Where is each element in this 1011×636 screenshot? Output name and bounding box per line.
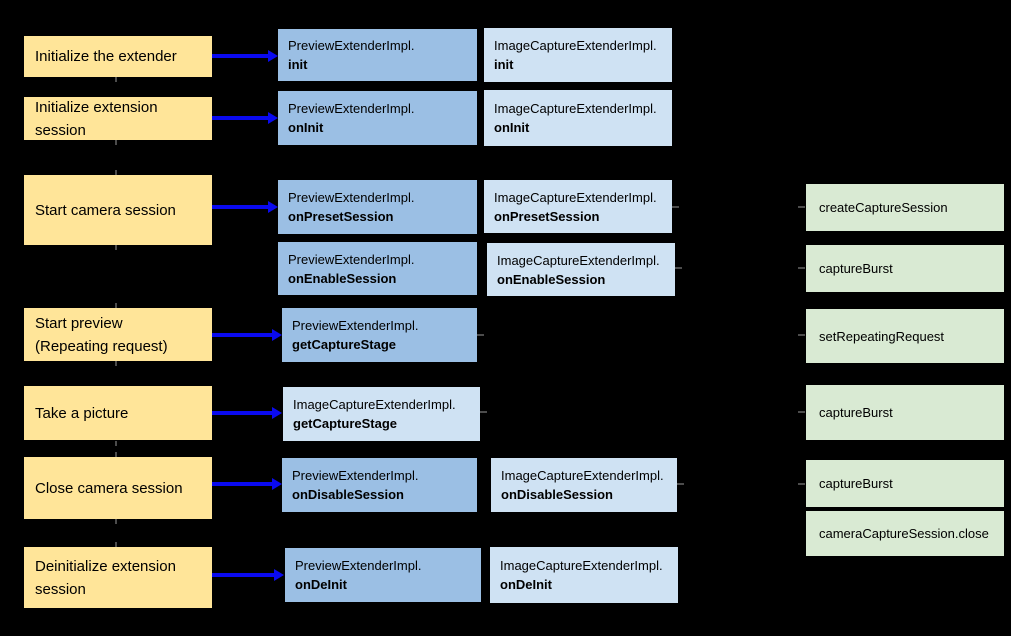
method-box-capture-getcapturestage: ImageCaptureExtenderImpl. getCaptureStag… bbox=[283, 387, 480, 441]
class-name: PreviewExtenderImpl. bbox=[288, 190, 415, 205]
connector-stub bbox=[115, 361, 117, 366]
class-name: PreviewExtenderImpl. bbox=[295, 558, 422, 573]
method-name: onPresetSession bbox=[288, 209, 394, 224]
method-box-capture-ondeinit: ImageCaptureExtenderImpl. onDeInit bbox=[490, 547, 678, 603]
method-name: onPresetSession bbox=[494, 208, 600, 224]
connector-stub bbox=[798, 267, 805, 269]
method-box-capture-onenablesession: ImageCaptureExtenderImpl. onEnableSessio… bbox=[487, 243, 675, 296]
connector-stub bbox=[115, 519, 117, 524]
connector-stub bbox=[798, 411, 805, 413]
action-label: Initialize the extender bbox=[35, 48, 177, 65]
connector-stub bbox=[115, 140, 117, 145]
flow-arrow bbox=[212, 407, 282, 419]
camera-call-label: createCaptureSession bbox=[819, 200, 948, 215]
method-name: onEnableSession bbox=[288, 270, 397, 286]
action-box-close-camera-session: Close camera session bbox=[24, 457, 212, 519]
method-name: onDisableSession bbox=[501, 487, 613, 502]
flow-arrow bbox=[212, 201, 278, 213]
class-name: ImageCaptureExtenderImpl. bbox=[293, 397, 456, 412]
method-box-preview-onenablesession: PreviewExtenderImpl. onEnableSession bbox=[278, 242, 477, 295]
class-name: ImageCaptureExtenderImpl. bbox=[494, 38, 657, 53]
method-box-preview-onpresetsession: PreviewExtenderImpl. onPresetSession bbox=[278, 180, 477, 234]
connector-stub bbox=[115, 542, 117, 547]
class-name: ImageCaptureExtenderImpl. bbox=[501, 468, 664, 483]
method-name: onDeInit bbox=[500, 577, 552, 592]
camera-call-label: captureBurst bbox=[819, 261, 893, 276]
connector-stub bbox=[477, 334, 484, 336]
camera-call-box-createcapturesession: createCaptureSession bbox=[806, 184, 1004, 231]
camera-call-label: cameraCaptureSession.close bbox=[819, 526, 989, 541]
connector-stub bbox=[675, 267, 682, 269]
method-name: getCaptureStage bbox=[292, 337, 397, 352]
method-name: init bbox=[288, 57, 308, 72]
connector-stub bbox=[115, 245, 117, 250]
method-box-capture-ondisablesession: ImageCaptureExtenderImpl. onDisableSessi… bbox=[491, 458, 677, 512]
camera-call-box-captureburst: captureBurst bbox=[806, 385, 1004, 440]
connector-stub bbox=[115, 170, 117, 175]
method-name: onEnableSession bbox=[497, 271, 606, 287]
camera-call-box-captureburst: captureBurst bbox=[806, 460, 1004, 507]
class-name: PreviewExtenderImpl. bbox=[292, 468, 419, 483]
method-name: init bbox=[494, 57, 514, 72]
connector-stub bbox=[115, 303, 117, 308]
connector-stub bbox=[798, 206, 805, 208]
action-box-deinitialize-extension-session: Deinitialize extension session bbox=[24, 547, 212, 608]
class-name: PreviewExtenderImpl. bbox=[288, 38, 415, 53]
connector-stub bbox=[115, 452, 117, 457]
action-box-initialize-extender: Initialize the extender bbox=[24, 36, 212, 77]
connector-stub bbox=[480, 411, 487, 413]
action-label: Initialize extension session bbox=[35, 98, 158, 139]
connector-stub bbox=[672, 206, 679, 208]
method-name: getCaptureStage bbox=[293, 416, 398, 431]
connector-stub bbox=[677, 483, 684, 485]
method-box-preview-oninit: PreviewExtenderImpl. onInit bbox=[278, 91, 477, 145]
camera-call-box-setrepeatingrequest: setRepeatingRequest bbox=[806, 309, 1004, 363]
action-box-start-camera-session: Start camera session bbox=[24, 175, 212, 245]
flow-arrow bbox=[212, 478, 282, 490]
method-name: onDeInit bbox=[295, 577, 347, 592]
connector-stub bbox=[798, 334, 805, 336]
action-box-initialize-extension-session: Initialize extension session bbox=[24, 97, 212, 140]
action-label: Close camera session bbox=[35, 479, 183, 497]
camera-call-box-cameracapturesession-close: cameraCaptureSession.close bbox=[806, 511, 1004, 556]
camera-call-label: captureBurst bbox=[819, 405, 893, 420]
action-label: Deinitialize extension session bbox=[35, 557, 176, 598]
connector-stub bbox=[115, 441, 117, 446]
method-name: onInit bbox=[494, 120, 530, 135]
action-label: Take a picture bbox=[35, 404, 129, 422]
connector-stub bbox=[798, 483, 805, 485]
camera-call-box-captureburst: captureBurst bbox=[806, 245, 1004, 292]
class-name: PreviewExtenderImpl. bbox=[292, 318, 419, 333]
method-box-preview-getcapturestage: PreviewExtenderImpl. getCaptureStage bbox=[282, 308, 477, 362]
class-name: PreviewExtenderImpl. bbox=[288, 101, 415, 116]
method-box-preview-init: PreviewExtenderImpl. init bbox=[278, 29, 477, 81]
flow-arrow bbox=[212, 569, 284, 581]
flow-arrow bbox=[212, 50, 278, 62]
method-box-preview-ondeinit: PreviewExtenderImpl. onDeInit bbox=[285, 548, 481, 602]
action-label: Start camera session bbox=[35, 201, 176, 219]
method-box-capture-oninit: ImageCaptureExtenderImpl. onInit bbox=[484, 90, 672, 146]
action-box-start-preview: Start preview (Repeating request) bbox=[24, 308, 212, 361]
method-box-capture-init: ImageCaptureExtenderImpl. init bbox=[484, 28, 672, 82]
connector-stub bbox=[115, 77, 117, 82]
flow-arrow bbox=[212, 329, 282, 341]
action-label: Start preview (Repeating request) bbox=[35, 314, 168, 355]
flow-arrow bbox=[212, 112, 278, 124]
camera-call-label: captureBurst bbox=[819, 476, 893, 491]
class-name: ImageCaptureExtenderImpl. bbox=[494, 101, 657, 116]
class-name: ImageCaptureExtenderImpl. bbox=[494, 189, 657, 205]
method-box-capture-onpresetsession: ImageCaptureExtenderImpl. onPresetSessio… bbox=[484, 180, 672, 233]
method-name: onDisableSession bbox=[292, 487, 404, 502]
class-name: ImageCaptureExtenderImpl. bbox=[500, 558, 663, 573]
class-name: ImageCaptureExtenderImpl. bbox=[497, 252, 660, 268]
action-box-take-a-picture: Take a picture bbox=[24, 386, 212, 440]
method-name: onInit bbox=[288, 120, 324, 135]
camera-call-label: setRepeatingRequest bbox=[819, 328, 945, 344]
class-name: PreviewExtenderImpl. bbox=[288, 251, 415, 267]
method-box-preview-ondisablesession: PreviewExtenderImpl. onDisableSession bbox=[282, 458, 477, 512]
